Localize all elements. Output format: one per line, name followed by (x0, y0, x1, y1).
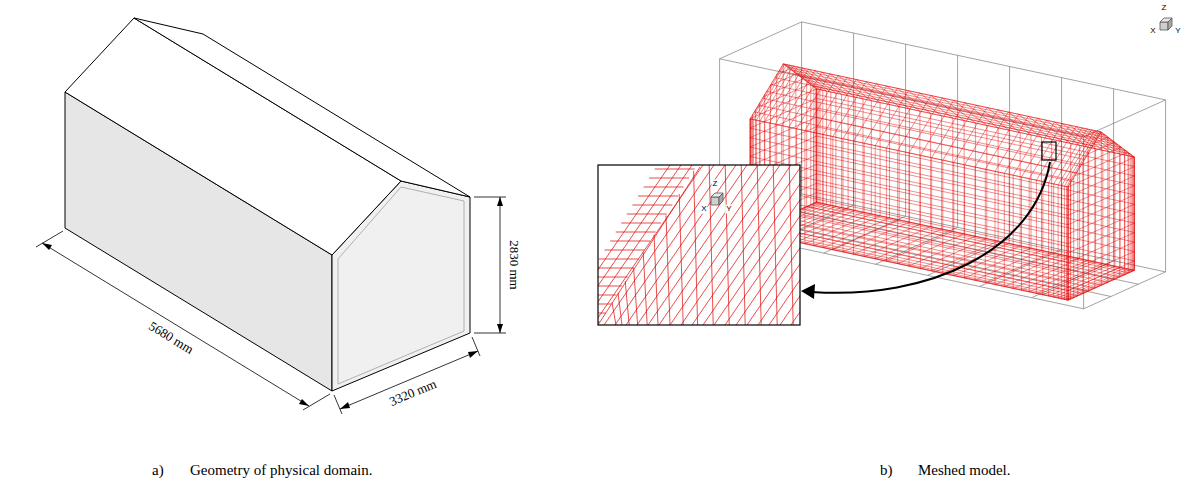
axis-label: Z (712, 180, 719, 189)
axis-label: X (1150, 27, 1155, 36)
caption-letter: a) (152, 462, 164, 479)
inset-mesh-lines (598, 165, 800, 325)
mesh-lines (750, 64, 1135, 300)
axis-label: Z (1162, 4, 1167, 13)
axis-label: X (700, 205, 707, 214)
dimension-label: 2830 mm (507, 240, 521, 289)
caption-text: Meshed model. (918, 462, 1010, 479)
dimension-label: 5680 mm (146, 319, 196, 357)
caption-letter: b) (880, 462, 893, 479)
dimension-label: 3320 mm (387, 377, 438, 409)
caption-text: Geometry of physical domain. (190, 462, 372, 479)
axis-label: Y (725, 205, 732, 214)
axis-label: Y (1175, 27, 1180, 36)
